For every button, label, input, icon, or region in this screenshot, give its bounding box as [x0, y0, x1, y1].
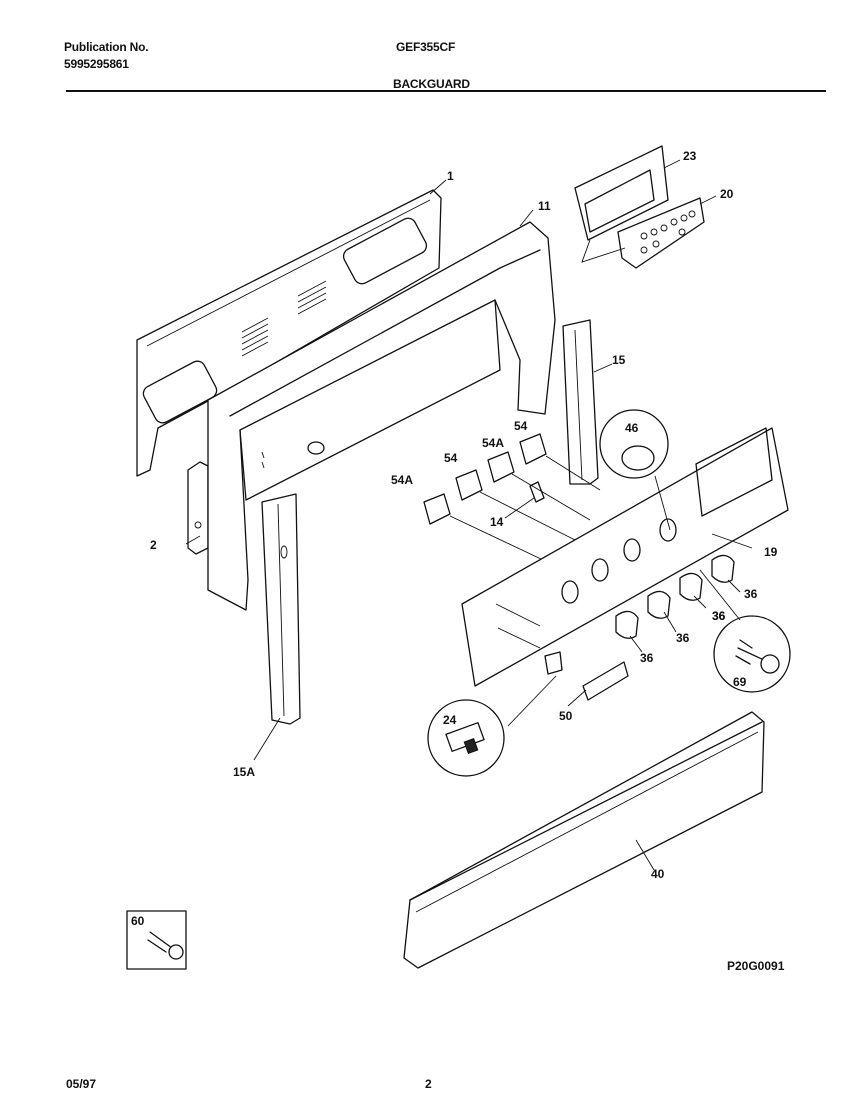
model-number: GEF355CF: [396, 40, 456, 54]
callout-1: 1: [447, 169, 454, 183]
callout-50: 50: [559, 709, 573, 723]
callout-20: 20: [720, 187, 734, 201]
callout-labels: 1 11 23 20 15 46 54A 54 54 54A 14 2 19 3…: [131, 149, 785, 973]
callout-36-e: 36: [712, 609, 726, 623]
callout-40: 40: [651, 867, 665, 881]
side-rail-part: [562, 319, 599, 485]
callout-60: 60: [131, 914, 145, 928]
detail-knob-46: [599, 409, 669, 479]
inset-screw-60: [126, 910, 187, 970]
callout-46: 46: [625, 421, 639, 435]
knob-group: [615, 554, 735, 639]
callout-11: 11: [538, 199, 551, 213]
control-panel-part: [461, 427, 789, 687]
callout-36-d: 36: [640, 651, 654, 665]
callout-19: 19: [764, 545, 778, 559]
header-rule: [66, 90, 826, 92]
callout-69: 69: [733, 675, 747, 689]
callout-23: 23: [683, 149, 697, 163]
footer-date: 05/97: [66, 1077, 97, 1091]
lower-trim-part: [403, 711, 765, 969]
callout-36-a: 36: [744, 587, 758, 601]
callout-15a: 15A: [233, 765, 255, 779]
leader-lines: [185, 159, 753, 871]
drawing-code: P20G0091: [727, 959, 785, 973]
detail-switch-24: [427, 699, 505, 777]
callout-15: 15: [612, 353, 626, 367]
side-bracket-part: [187, 461, 209, 555]
infinite-switch-group: [423, 433, 601, 569]
callout-14: 14: [490, 515, 504, 529]
callout-54a-top: 54A: [482, 436, 504, 450]
clock-assembly-part: [574, 145, 705, 269]
page-number: 2: [425, 1077, 432, 1091]
callout-54a: 54A: [391, 473, 413, 487]
detail-screw-69: [713, 615, 791, 693]
switch-bar-part: [544, 651, 629, 701]
callout-2: 2: [150, 538, 157, 552]
callout-36-b: 36: [712, 609, 726, 623]
callout-36-c: 36: [676, 631, 690, 645]
callout-24: 24: [443, 713, 457, 727]
section-title: BACKGUARD: [393, 77, 470, 91]
backguard-frame-part: [207, 221, 556, 611]
callout-54: 54: [444, 451, 458, 465]
publication-number: 5995295861: [64, 57, 129, 71]
callout-54-top: 54: [514, 419, 528, 433]
side-rail-15a-part: [261, 493, 301, 725]
publication-label: Publication No.: [64, 40, 149, 54]
rear-panel-part: [136, 189, 442, 477]
